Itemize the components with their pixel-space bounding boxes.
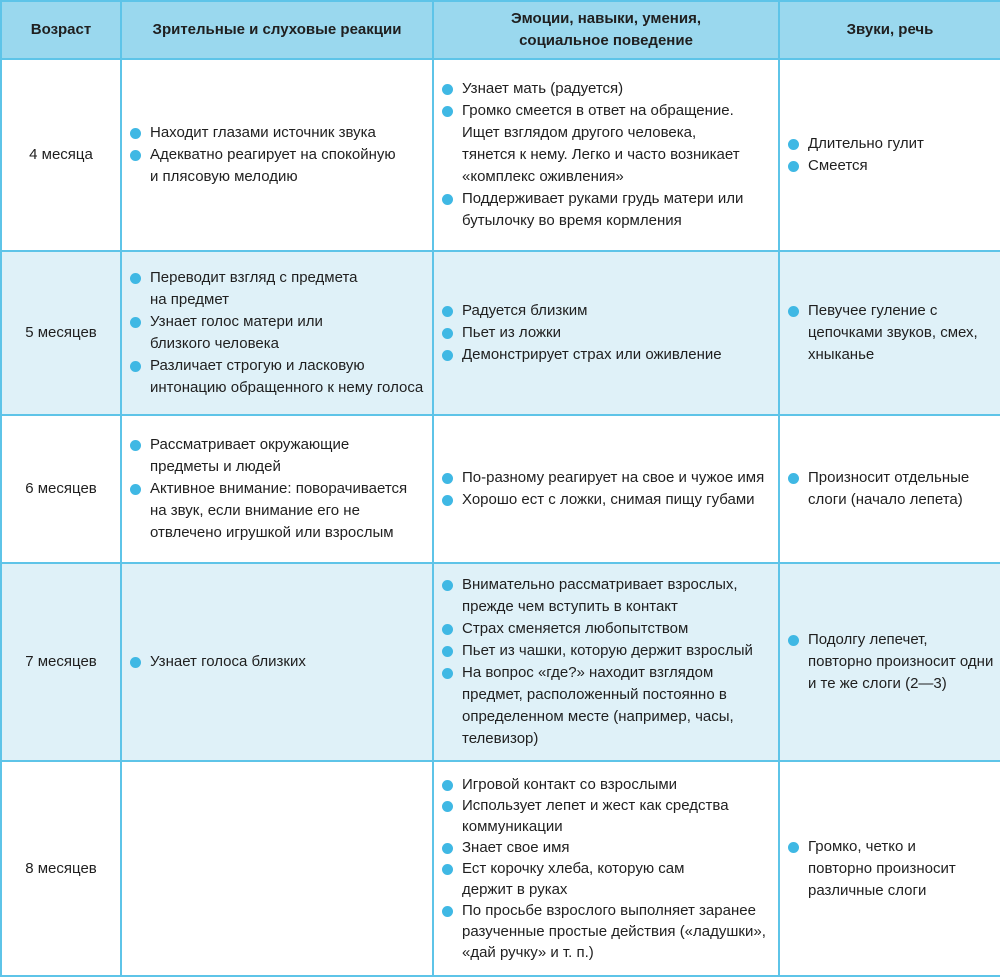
list-item: Поддерживает руками грудь матери или бут… [440, 188, 772, 232]
header-row: Возраст Зрительные и слуховые реакции Эм… [0, 0, 1000, 60]
speech-list: Певучее гуление с цепочками звуков, смех… [786, 300, 994, 366]
emotions-list: Внимательно рассматривает взрослых, преж… [440, 574, 772, 750]
list-item: Радуется близким [440, 300, 772, 322]
table-row: 6 месяцев Рассматривает окружающие предм… [0, 414, 1000, 564]
emotions-list: Игровой контакт со взрослыми Использует … [440, 774, 772, 963]
list-item: Рассматривает окружающие предметы и люде… [128, 434, 426, 478]
list-item: Использует лепет и жест как средства ком… [440, 795, 772, 837]
speech-cell: Певучее гуление с цепочками звуков, смех… [778, 250, 1000, 416]
list-item: Адекватно реагирует на спокойную и плясо… [128, 144, 426, 188]
age-cell: 5 месяцев [0, 250, 122, 416]
visual-list: Находит глазами источник звука Адекватно… [128, 122, 426, 188]
list-item: Знает свое имя [440, 837, 772, 858]
age-cell: 7 месяцев [0, 562, 122, 762]
header-visual: Зрительные и слуховые реакции [120, 0, 434, 60]
visual-cell [120, 760, 434, 977]
visual-cell: Рассматривает окружающие предметы и люде… [120, 414, 434, 564]
list-item: Произносит отдельные слоги (начало лепет… [786, 467, 994, 511]
age-cell: 6 месяцев [0, 414, 122, 564]
emotions-cell: По-разному реагирует на свое и чужое имя… [432, 414, 780, 564]
list-item: Демонстрирует страх или оживление [440, 344, 772, 366]
speech-cell: Произносит отдельные слоги (начало лепет… [778, 414, 1000, 564]
list-item: Узнает голос матери или близкого человек… [128, 311, 426, 355]
list-item: Переводит взгляд с предмета на предмет [128, 267, 426, 311]
visual-cell: Находит глазами источник звука Адекватно… [120, 58, 434, 252]
age-cell: 4 месяца [0, 58, 122, 252]
age-cell: 8 месяцев [0, 760, 122, 977]
emotions-list: Узнает мать (радуется) Громко смеется в … [440, 78, 772, 232]
table-row: 7 месяцев Узнает голоса близких Внимател… [0, 562, 1000, 762]
header-speech: Звуки, речь [778, 0, 1000, 60]
speech-cell: Подолгу лепечет, повторно произносит одн… [778, 562, 1000, 762]
list-item: Громко, четко и повторно произносит разл… [786, 836, 994, 902]
speech-list: Подолгу лепечет, повторно произносит одн… [786, 629, 994, 695]
list-item: Узнает голоса близких [128, 651, 426, 673]
list-item: Активное внимание: поворачивается на зву… [128, 478, 426, 544]
list-item: Длительно гулит [786, 133, 994, 155]
visual-cell: Переводит взгляд с предмета на предмет У… [120, 250, 434, 416]
list-item: Смеется [786, 155, 994, 177]
list-item: Хорошо ест с ложки, снимая пищу губами [440, 489, 772, 511]
visual-cell: Узнает голоса близких [120, 562, 434, 762]
speech-cell: Длительно гулит Смеется [778, 58, 1000, 252]
list-item: Игровой контакт со взрослыми [440, 774, 772, 795]
header-emotions: Эмоции, навыки, умения, социальное повед… [432, 0, 780, 60]
header-age: Возраст [0, 0, 122, 60]
emotions-list: Радуется близким Пьет из ложки Демонстри… [440, 300, 772, 366]
visual-list: Переводит взгляд с предмета на предмет У… [128, 267, 426, 399]
emotions-list: По-разному реагирует на свое и чужое имя… [440, 467, 772, 511]
speech-list: Громко, четко и повторно произносит разл… [786, 836, 994, 902]
list-item: По просьбе взрослого выполняет заранее р… [440, 900, 772, 963]
speech-list: Длительно гулит Смеется [786, 133, 994, 177]
list-item: Внимательно рассматривает взрослых, преж… [440, 574, 772, 618]
list-item: Певучее гуление с цепочками звуков, смех… [786, 300, 994, 366]
list-item: По-разному реагирует на свое и чужое имя [440, 467, 772, 489]
list-item: Пьет из чашки, которую держит взрослый [440, 640, 772, 662]
emotions-cell: Игровой контакт со взрослыми Использует … [432, 760, 780, 977]
list-item: Подолгу лепечет, повторно произносит одн… [786, 629, 994, 695]
table-row: 5 месяцев Переводит взгляд с предмета на… [0, 250, 1000, 416]
list-item: Пьет из ложки [440, 322, 772, 344]
list-item: Узнает мать (радуется) [440, 78, 772, 100]
list-item: Различает строгую и ласковую интонацию о… [128, 355, 426, 399]
visual-list: Рассматривает окружающие предметы и люде… [128, 434, 426, 544]
emotions-cell: Узнает мать (радуется) Громко смеется в … [432, 58, 780, 252]
list-item: Находит глазами источник звука [128, 122, 426, 144]
list-item: Громко смеется в ответ на обращение. Ище… [440, 100, 772, 188]
list-item: На вопрос «где?» находит взглядом предме… [440, 662, 772, 750]
speech-cell: Громко, четко и повторно произносит разл… [778, 760, 1000, 977]
emotions-cell: Внимательно рассматривает взрослых, преж… [432, 562, 780, 762]
speech-list: Произносит отдельные слоги (начало лепет… [786, 467, 994, 511]
visual-list: Узнает голоса близких [128, 651, 426, 673]
list-item: Страх сменяется любопытством [440, 618, 772, 640]
list-item: Ест корочку хлеба, которую сам держит в … [440, 858, 772, 900]
table-row: 8 месяцев Игровой контакт со взрослыми И… [0, 760, 1000, 977]
emotions-cell: Радуется близким Пьет из ложки Демонстри… [432, 250, 780, 416]
table-row: 4 месяца Находит глазами источник звука … [0, 58, 1000, 252]
